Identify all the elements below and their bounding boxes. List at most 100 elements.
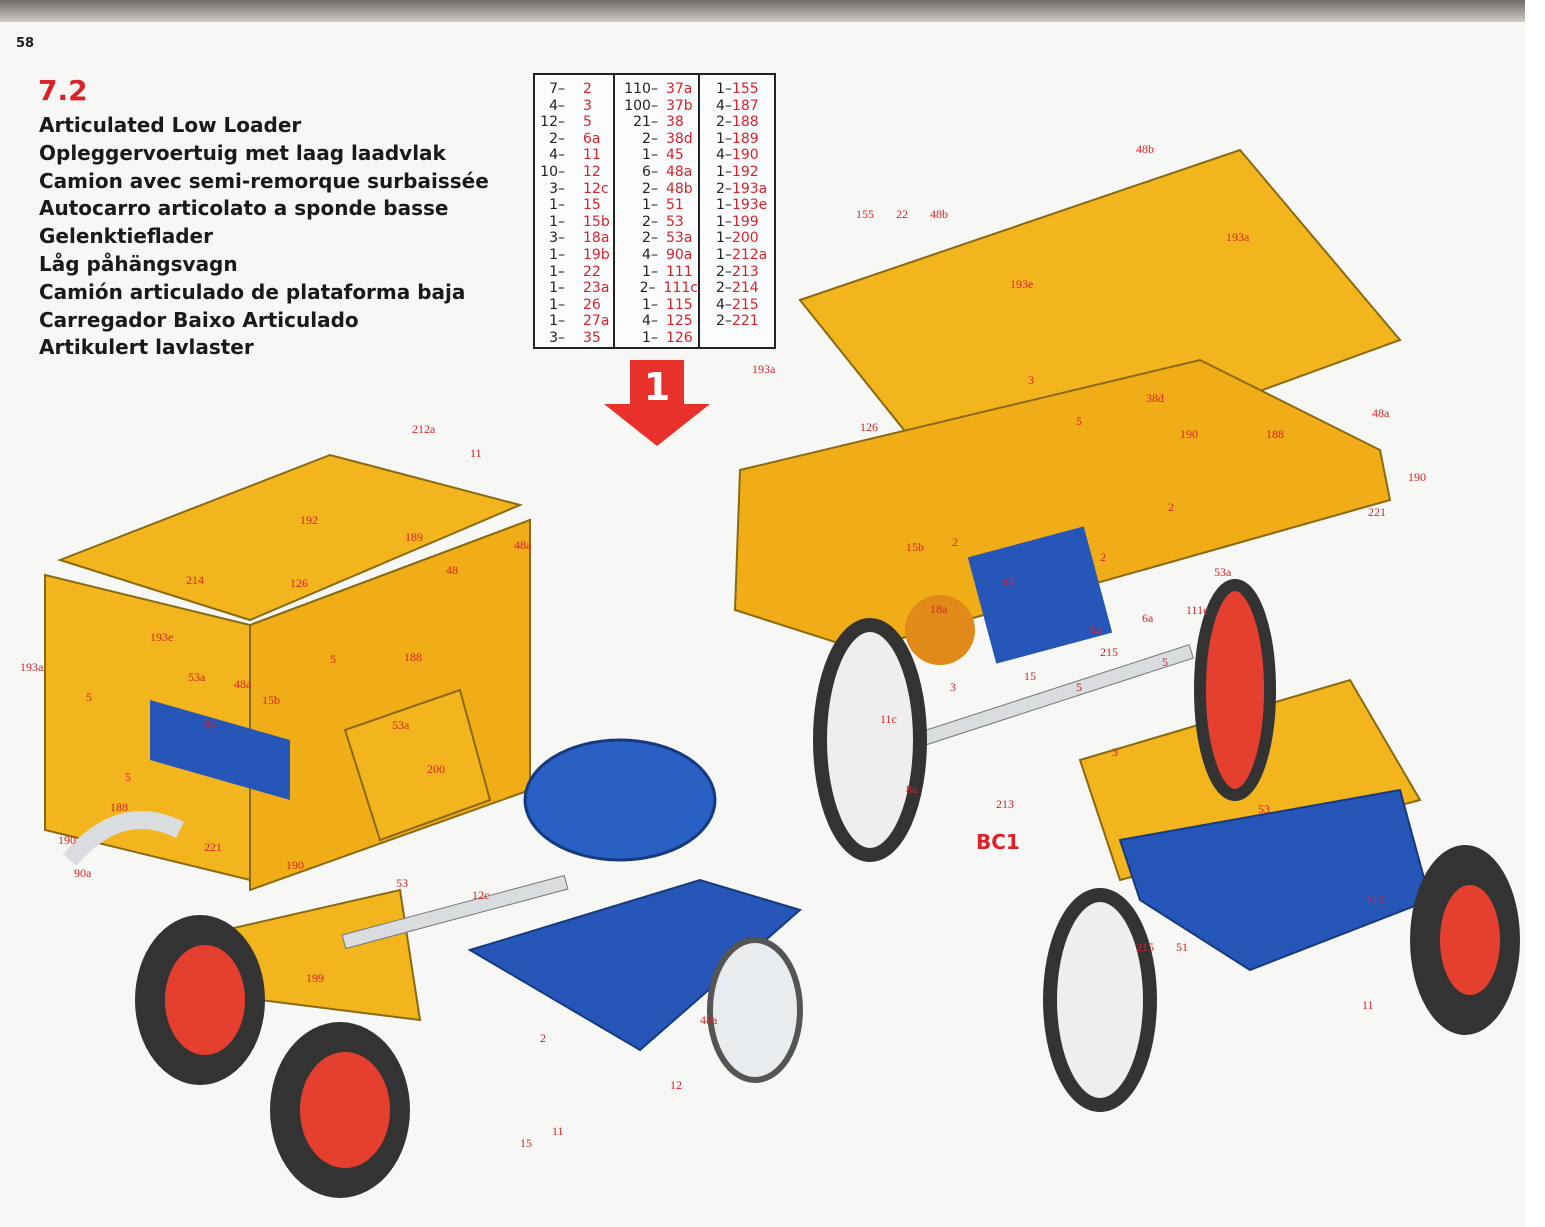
part-number: 111c	[663, 280, 698, 297]
parts-row: 2–53a	[615, 230, 698, 247]
part-callout-label: 53	[396, 876, 408, 890]
part-callout-label: 5	[125, 770, 131, 784]
part-number: 215	[731, 296, 759, 313]
part-quantity: 4–	[642, 246, 658, 263]
parts-row: 4–125	[615, 313, 698, 330]
part-number: 125	[665, 313, 693, 330]
parts-row: 2–214	[700, 280, 774, 297]
parts-row: 2–6a	[535, 131, 613, 148]
part-callout-label: 213	[996, 797, 1014, 811]
parts-row: 1–199	[700, 214, 774, 231]
parts-row: 1–212a	[700, 247, 774, 264]
part-callout-label: 15	[1024, 669, 1036, 683]
part-quantity: 2–	[639, 280, 656, 297]
part-number: 3	[583, 97, 592, 114]
part-number: 48b	[665, 180, 693, 197]
part-number: 126	[665, 329, 693, 346]
part-callout-label: 15b	[262, 693, 280, 707]
part-number: 200	[731, 230, 759, 247]
part-number: 51	[665, 197, 684, 214]
part-number: 45	[665, 147, 684, 164]
part-quantity: 2–	[716, 180, 732, 197]
parts-row: 21–38	[615, 114, 698, 131]
part-callout-label: 199	[306, 971, 324, 985]
part-callout-label: 53a	[188, 670, 206, 684]
part-callout-label: 214	[186, 573, 204, 587]
part-quantity: 2–	[642, 230, 658, 247]
part-callout-label: 51	[1176, 940, 1188, 954]
part-quantity: 1–	[549, 213, 565, 230]
parts-row: 1– 15b	[535, 214, 613, 231]
part-callout-label: 190	[286, 858, 304, 872]
part-quantity: 1–	[549, 246, 565, 263]
part-quantity: 2–	[642, 130, 658, 147]
title-nl: Opleggervoertuig met laag laadvlak	[39, 140, 446, 165]
part-quantity: 6–	[642, 163, 658, 180]
part-quantity: 3–	[549, 180, 565, 197]
part-quantity: 1–	[549, 280, 565, 297]
part-quantity: 12–	[540, 114, 565, 131]
bc1-label: BC1	[976, 830, 1020, 854]
part-callout-label: 193a	[1226, 230, 1250, 244]
part-callout-label: 3	[950, 680, 956, 694]
parts-row: 2–38d	[615, 131, 698, 148]
part-callout-label: 190	[1408, 470, 1426, 484]
part-quantity: 1–	[716, 197, 732, 214]
part-callout-label: 190	[1180, 427, 1198, 441]
part-callout-label: 193e	[1010, 277, 1034, 291]
part-callout-label: 193a	[752, 362, 776, 376]
part-quantity: 10–	[540, 163, 565, 180]
part-callout-label: 48	[446, 563, 458, 577]
part-callout-label: 53	[1258, 802, 1270, 816]
part-quantity: 1–	[642, 197, 658, 214]
part-number: 15	[583, 197, 601, 214]
parts-row: 2– 111c	[615, 280, 698, 297]
part-quantity: 4–	[716, 97, 732, 114]
scan-margin	[1525, 0, 1545, 1227]
part-number: 15b	[583, 213, 610, 230]
part-callout-label: 8a	[204, 716, 216, 730]
part-callout-label: 5	[1076, 680, 1082, 694]
part-number: 53	[665, 213, 684, 230]
part-quantity: 21–	[633, 114, 658, 131]
part-number: 18a	[583, 230, 610, 247]
part-number: 27a	[583, 313, 610, 330]
title-de: Gelenktieflader	[39, 224, 213, 249]
part-quantity: 1–	[716, 230, 732, 247]
part-callout-label: 126	[860, 420, 878, 434]
part-number: 155	[731, 81, 759, 97]
part-number: 189	[731, 130, 759, 147]
part-quantity: 110–	[624, 81, 658, 97]
part-quantity: 1–	[642, 329, 658, 346]
part-quantity: 2–	[716, 114, 732, 131]
part-callout-label: 2	[1168, 500, 1174, 514]
parts-row: 1–22	[535, 264, 613, 281]
part-callout-label: 45	[1002, 575, 1014, 589]
part-number: 26	[583, 296, 601, 313]
parts-row: 6–48a	[615, 164, 698, 181]
parts-row: 10–12	[535, 164, 613, 181]
parts-row: 110–37a	[615, 81, 698, 98]
title-en: Articulated Low Loader	[39, 113, 302, 137]
part-callout-label: 22	[896, 207, 908, 221]
part-number: 193e	[731, 197, 768, 214]
part-number: 35	[583, 329, 601, 346]
part-quantity: 1–	[642, 296, 658, 313]
part-callout-label: 18a	[930, 602, 948, 616]
part-number: 193a	[731, 180, 768, 197]
parts-row: 4–3	[535, 98, 613, 115]
part-callout-label: 3	[1028, 373, 1034, 387]
page-number: 58	[16, 36, 35, 51]
part-number: 19b	[583, 246, 610, 263]
part-quantity: 1–	[549, 263, 565, 280]
part-callout-label: 38d	[1146, 391, 1164, 405]
part-callout-label: 189	[405, 530, 423, 544]
part-callout-label: 5	[1162, 655, 1168, 669]
part-callout-label: 6a	[1090, 622, 1102, 636]
step-number: 1	[644, 365, 670, 409]
parts-row: 2–221	[700, 313, 774, 330]
part-quantity: 1–	[716, 81, 732, 97]
